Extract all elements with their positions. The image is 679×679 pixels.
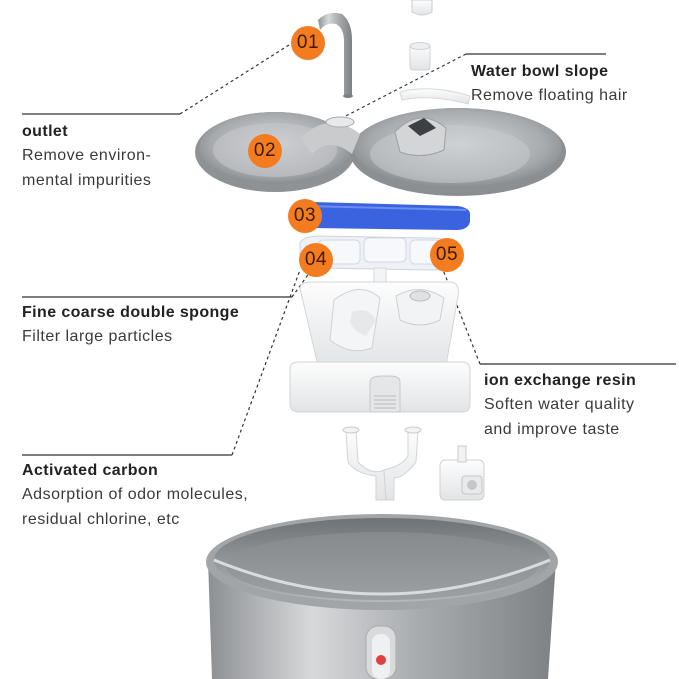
y-pipe bbox=[343, 427, 421, 500]
blue-sponge bbox=[302, 202, 470, 230]
label-desc: Remove floating hair bbox=[471, 83, 628, 108]
label-title: outlet bbox=[22, 121, 151, 143]
label-desc: residual chlorine, etc bbox=[22, 507, 248, 532]
label-title: Activated carbon bbox=[22, 460, 248, 482]
label-water-bowl-slope: Water bowl slope Remove floating hair bbox=[471, 61, 628, 108]
small-parts-top bbox=[400, 43, 470, 105]
badge-05: 05 bbox=[430, 238, 464, 272]
label-ion-exchange-resin: ion exchange resin Soften water quality … bbox=[484, 370, 636, 442]
filter-housing bbox=[290, 282, 470, 412]
label-title: Water bowl slope bbox=[471, 61, 628, 83]
label-desc: and improve taste bbox=[484, 417, 636, 442]
label-desc: Soften water quality bbox=[484, 392, 636, 417]
label-title: ion exchange resin bbox=[484, 370, 636, 392]
label-desc: Adsorption of odor molecules, bbox=[22, 482, 248, 507]
label-sponge: Fine coarse double sponge Filter large p… bbox=[22, 302, 239, 349]
label-desc: Filter large particles bbox=[22, 324, 239, 349]
badge-04: 04 bbox=[299, 243, 333, 277]
label-title: Fine coarse double sponge bbox=[22, 302, 239, 324]
label-desc: mental impurities bbox=[22, 168, 151, 193]
badge-02: 02 bbox=[248, 134, 282, 168]
label-activated-carbon: Activated carbon Adsorption of odor mole… bbox=[22, 460, 248, 532]
label-outlet: outlet Remove environ- mental impurities bbox=[22, 121, 151, 193]
stainless-tank bbox=[206, 514, 558, 679]
badge-03: 03 bbox=[288, 199, 322, 233]
label-desc: Remove environ- bbox=[22, 143, 151, 168]
badge-01: 01 bbox=[291, 26, 325, 60]
pump bbox=[440, 446, 484, 500]
